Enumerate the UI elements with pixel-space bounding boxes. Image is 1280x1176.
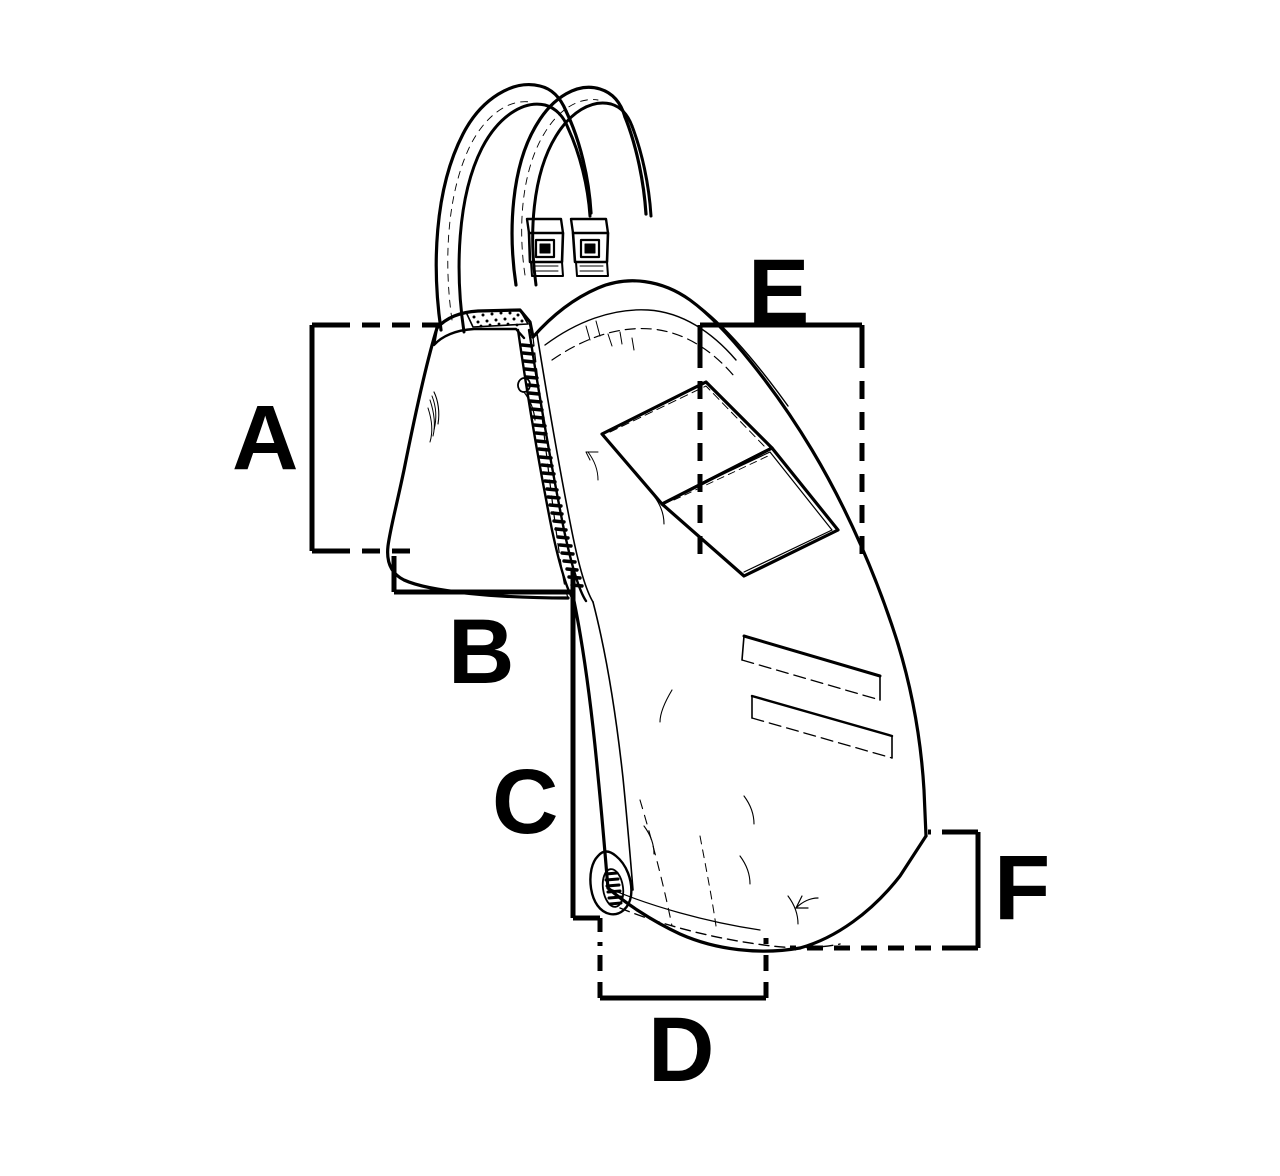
lower-body-seams — [639, 495, 799, 927]
zipper-pull-bottom — [589, 850, 633, 916]
anchor-patch-texture — [472, 311, 524, 328]
dimension-line-C — [570, 592, 603, 946]
top-binding — [432, 308, 535, 347]
front-pocket — [600, 380, 840, 578]
dimension-line-E — [697, 322, 865, 556]
dimension-label-A: A — [232, 387, 298, 489]
dimension-label-B: B — [448, 601, 514, 703]
carry-handles-group — [434, 83, 653, 334]
bottom-gusset — [607, 887, 841, 949]
webbing-stripes — [741, 634, 894, 759]
zipper-teeth-bottom — [604, 871, 623, 906]
handle-buckle-hardware — [525, 217, 610, 277]
fabric-creases — [427, 395, 599, 481]
zipper-slider-top — [517, 377, 536, 421]
top-yoke-seam — [544, 309, 737, 377]
zipper-teeth-upper — [520, 343, 584, 588]
dimension-line-D — [597, 938, 769, 1001]
dimension-line-A — [309, 322, 440, 554]
dimension-label-C: C — [492, 751, 558, 853]
body-panel — [531, 279, 928, 953]
dimension-label-E: E — [748, 241, 809, 343]
dimension-line-B — [391, 556, 576, 595]
left-end-panel — [386, 326, 570, 600]
dimension-label-F: F — [994, 837, 1050, 939]
dimension-label-D: D — [648, 999, 714, 1101]
dimension-line-F — [790, 829, 981, 951]
